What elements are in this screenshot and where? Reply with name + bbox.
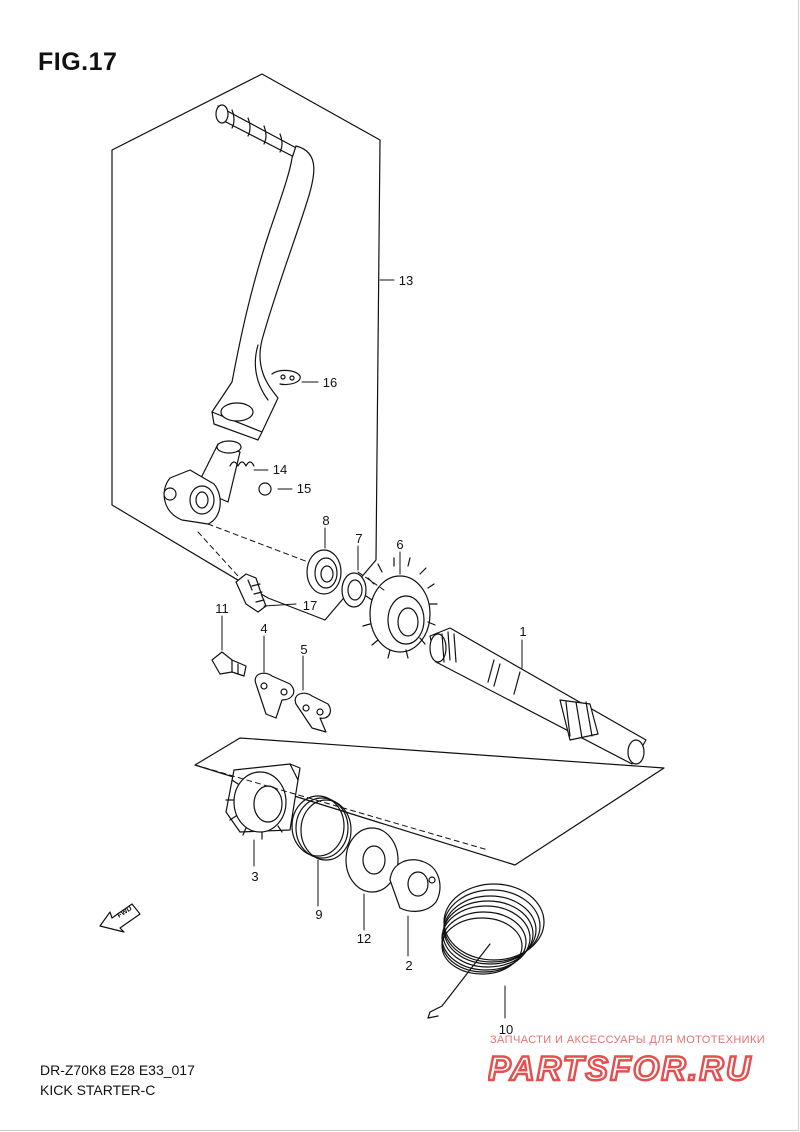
callout-12: 12: [357, 931, 371, 946]
section-title: KICK STARTER-C: [40, 1082, 156, 1098]
spring-9: [291, 795, 352, 861]
lower-assembly-box: [194, 737, 665, 866]
washer-7: [341, 572, 367, 608]
kick-shaft-1: [429, 627, 647, 765]
callout-15: 14: [273, 462, 287, 477]
callout-8: 8: [322, 513, 329, 528]
callout-10: 10: [499, 1022, 513, 1037]
callout-16: 15: [297, 481, 311, 496]
bolt-17: [235, 573, 267, 613]
callout-labels: 1 2 3 4 5 6 7 8 9 10 11 12 13 16 14 15 1…: [215, 273, 526, 1037]
figure-title: FIG.17: [38, 48, 118, 76]
callout-2: 2: [405, 958, 412, 973]
callout-11: 11: [215, 601, 229, 616]
ball-15: [258, 482, 272, 496]
circlip-16: [271, 369, 301, 386]
fwd-arrow-icon: FWD: [99, 903, 141, 933]
callout-6: 6: [396, 537, 403, 552]
callout-1: 1: [519, 624, 526, 639]
washer-12: [345, 827, 399, 893]
callout-3: 3: [251, 869, 258, 884]
spring-14: [229, 461, 255, 467]
guide-4: [254, 672, 295, 719]
stopper-2: [389, 859, 441, 912]
watermark-logo-text: PARTSFOR.RU: [488, 1050, 752, 1088]
bolt-11: [211, 651, 247, 677]
callout-7: 7: [355, 531, 362, 546]
lever-boss: [163, 440, 242, 525]
lever-assembly-box: [111, 73, 381, 621]
callout-13: 13: [399, 273, 413, 288]
callout-14: 16: [323, 375, 337, 390]
kick-lever: [211, 104, 315, 441]
model-code: DR-Z70K8 E28 E33_017: [40, 1062, 195, 1078]
guide-5: [294, 692, 332, 733]
watermark-logo: PARTSFOR.RU: [488, 1049, 752, 1088]
callout-5: 5: [300, 642, 307, 657]
ratchet-3: [225, 763, 301, 840]
gear-6: [362, 557, 438, 659]
callout-17: 17: [303, 598, 317, 613]
watermark-subtitle: ЗАПЧАСТИ И АКСЕССУАРЫ ДЛЯ МОТОТЕХНИКИ: [490, 1034, 766, 1046]
leader-lines: [194, 279, 523, 1019]
callout-9: 9: [315, 907, 322, 922]
callout-4: 4: [260, 621, 267, 636]
oil-seal-8: [306, 549, 342, 595]
return-spring-10: [427, 883, 545, 1019]
